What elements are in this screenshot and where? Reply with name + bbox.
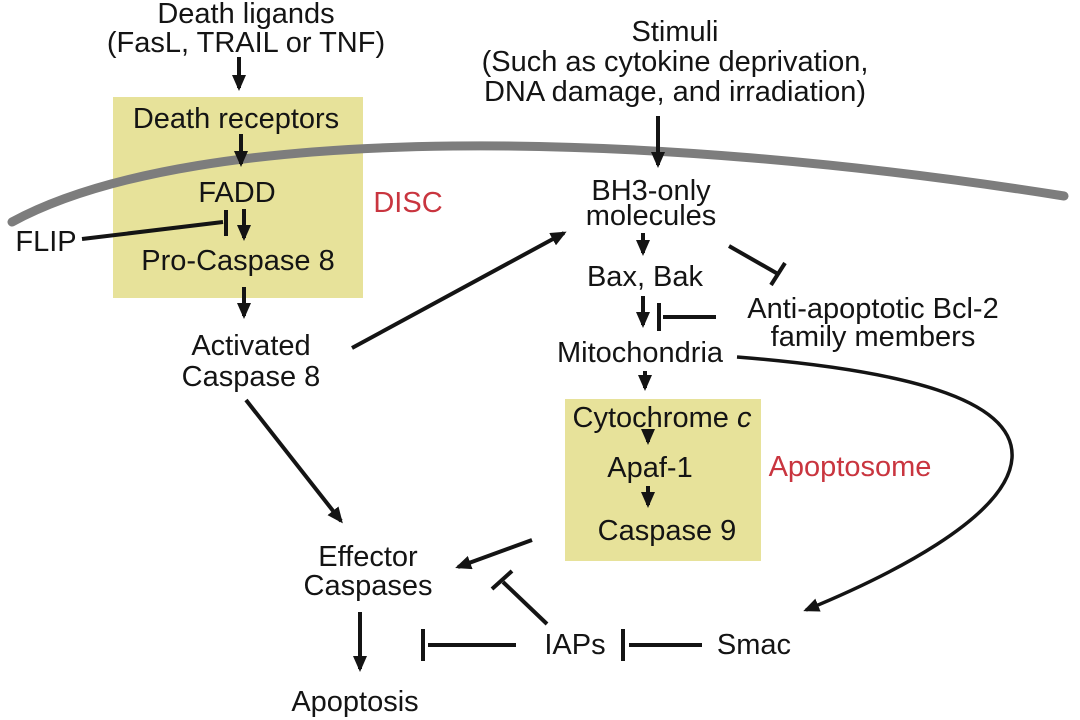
label-disc-complex: DISC xyxy=(373,187,443,219)
tbar-smac-inhibits-iaps xyxy=(621,629,702,661)
node-effector-caspases: Effector Caspases xyxy=(303,541,433,602)
arrow-activated-caspase-8-to-bh3 xyxy=(351,231,567,350)
node-iaps: IAPs xyxy=(544,629,606,661)
tbar-iaps-inhibits-caspase9-arrow xyxy=(490,569,549,626)
node-death-receptors: Death receptors xyxy=(132,103,340,135)
node-anti-apoptotic-bcl2: Anti-apoptotic Bcl-2 family members xyxy=(747,293,999,353)
node-apoptosis: Apoptosis xyxy=(291,686,419,718)
node-bh3-only-molecules: BH3-only molecules xyxy=(585,175,717,232)
arrow-caspase-9-to-effector xyxy=(455,538,533,570)
node-apaf-1: Apaf-1 xyxy=(607,452,693,484)
tbar-iaps-inhibits-effector xyxy=(421,629,516,661)
node-flip: FLIP xyxy=(15,226,77,258)
cell-membrane-curve xyxy=(7,141,1069,227)
tbar-bh3-inhibits-anti-apoptotic xyxy=(728,244,787,287)
node-cytochrome-c: Cytochrome c xyxy=(572,402,752,434)
node-activated-caspase-8: Activated Caspase 8 xyxy=(181,330,321,393)
node-mitochondria: Mitochondria xyxy=(556,337,724,369)
node-death-ligands: Death ligands (FasL, TRAIL or TNF) xyxy=(106,0,386,59)
apoptosome-complex-box xyxy=(565,399,761,561)
disc-complex-box xyxy=(113,97,363,298)
node-bax-bak: Bax, Bak xyxy=(586,261,704,293)
arrow-mitochondria-to-smac-curve xyxy=(736,355,1014,612)
node-smac: Smac xyxy=(716,629,792,661)
node-caspase-9: Caspase 9 xyxy=(597,515,737,547)
tbar-flip-inhibits-fadd-arrow xyxy=(81,210,228,241)
node-fadd: FADD xyxy=(198,177,276,209)
arrow-activated-caspase-8-to-effector xyxy=(244,398,343,524)
label-apoptosome-complex: Apoptosome xyxy=(768,451,932,483)
node-pro-caspase-8: Pro-Caspase 8 xyxy=(141,245,335,277)
tbar-anti-apoptotic-inhibits-bax-arrow xyxy=(657,303,716,331)
node-stimuli: Stimuli (Such as cytokine deprivation, D… xyxy=(481,16,869,108)
